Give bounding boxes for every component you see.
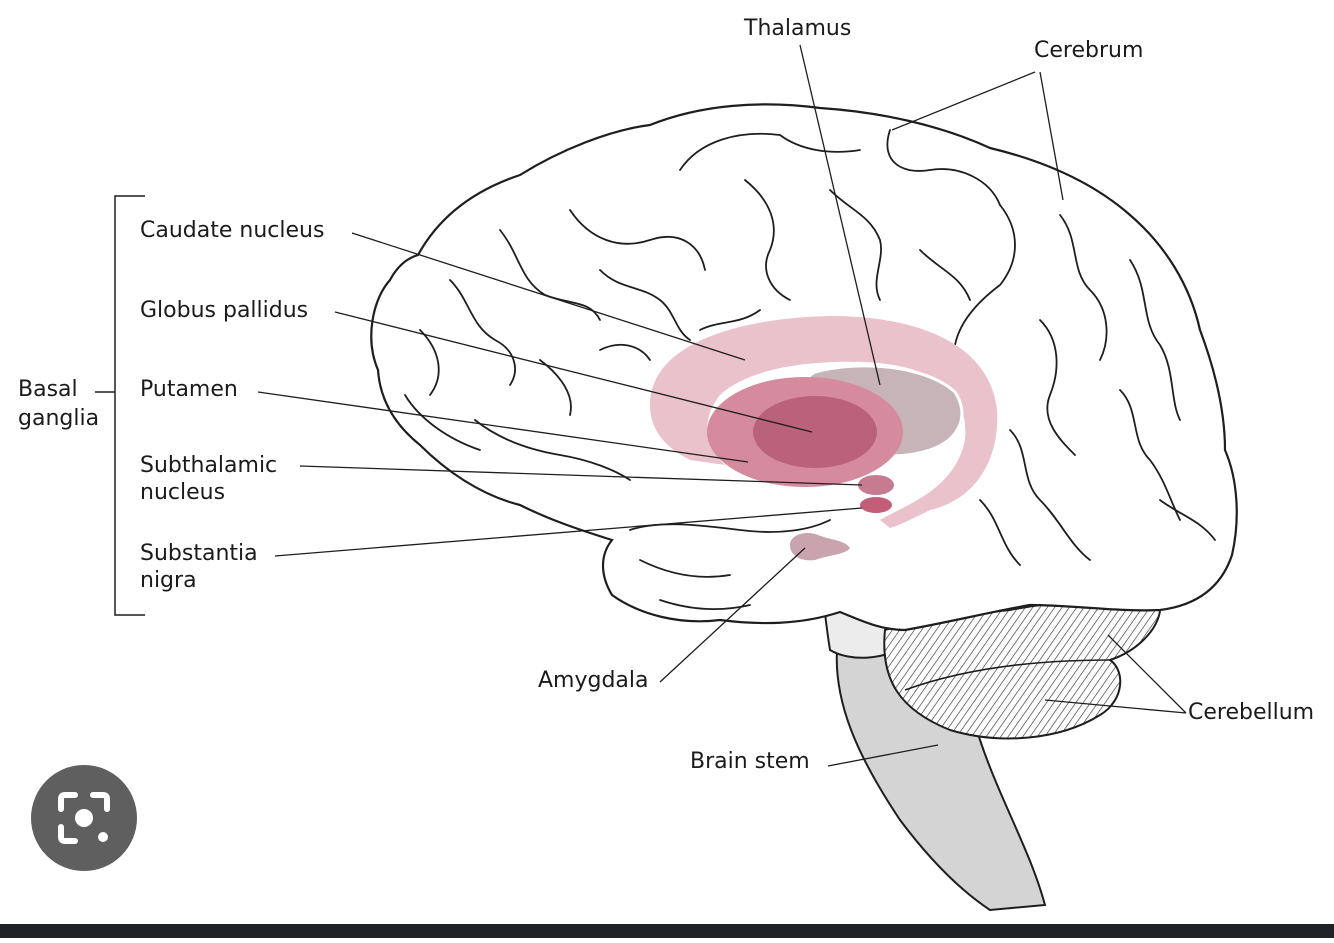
caudate-nucleus <box>650 316 998 528</box>
label-cerebellum: Cerebellum <box>1188 700 1315 725</box>
amygdala <box>790 533 850 561</box>
bottom-bar <box>0 924 1334 938</box>
label-cerebrum: Cerebrum <box>1034 38 1144 63</box>
leader-lines <box>257 44 1187 767</box>
label-globus-pallidus: Globus pallidus <box>140 298 309 323</box>
label-substantia: Substantia <box>140 541 258 566</box>
label-putamen: Putamen <box>140 377 238 402</box>
cerebrum-outline <box>370 103 1238 632</box>
label-amygdala: Amygdala <box>538 668 649 693</box>
globus-pallidus <box>753 396 877 468</box>
lens-search-icon <box>58 792 110 844</box>
label-ganglia: ganglia <box>18 406 100 431</box>
label-subthalamic: Subthalamic <box>140 453 278 478</box>
gyri-lines <box>404 129 1216 611</box>
label-brain-stem: Brain stem <box>690 749 810 774</box>
basal-ganglia-bracket <box>95 195 145 616</box>
substantia-nigra <box>860 497 892 513</box>
label-basal: Basal <box>18 377 78 402</box>
label-thalamus: Thalamus <box>744 16 852 41</box>
lens-search-button[interactable] <box>31 765 137 871</box>
label-caudate-nucleus: Caudate nucleus <box>140 218 325 243</box>
subthalamic-nucleus <box>858 475 894 495</box>
label-nucleus: nucleus <box>140 480 226 505</box>
label-nigra: nigra <box>140 568 197 593</box>
